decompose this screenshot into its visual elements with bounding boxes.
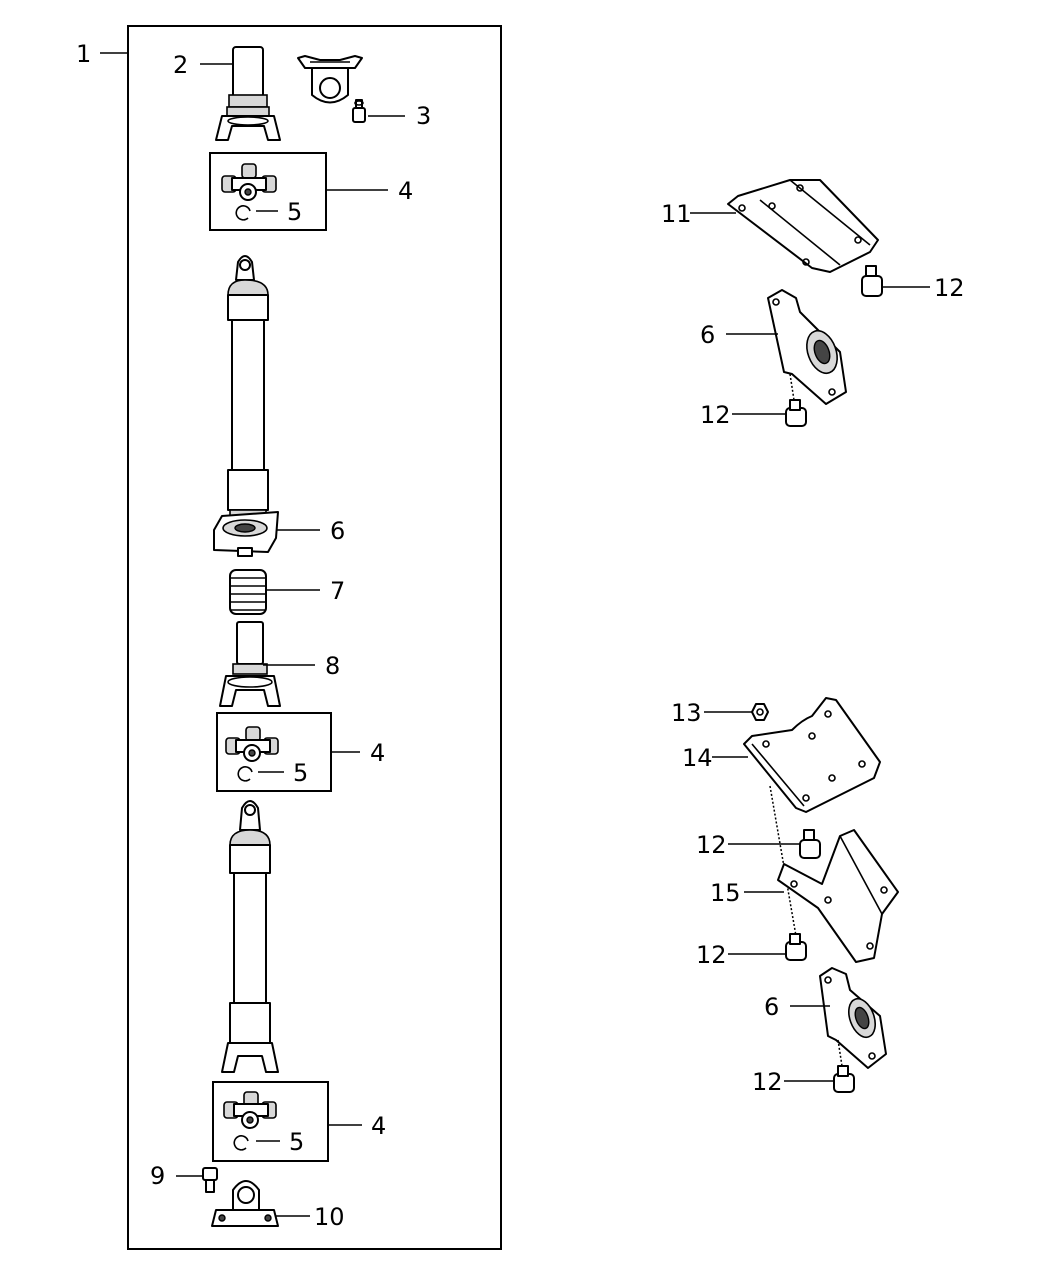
center-bearing-bracket-upper xyxy=(767,289,847,405)
callout-3: 3 xyxy=(416,102,431,130)
flange-yoke-rear xyxy=(211,1180,279,1227)
center-bearing-inline xyxy=(213,511,279,557)
snap-ring-c xyxy=(233,1135,249,1151)
callout-12b: 12 xyxy=(700,401,731,429)
callout-5b: 5 xyxy=(293,759,308,787)
callout-12c: 12 xyxy=(696,831,727,859)
callout-4c: 4 xyxy=(371,1112,386,1140)
callout-12e: 12 xyxy=(752,1068,783,1096)
bolt-12-c xyxy=(799,829,821,859)
bolt-9 xyxy=(202,1167,218,1193)
shaft-tube-rear xyxy=(221,800,279,1073)
center-bearing-bracket-lower xyxy=(819,967,887,1069)
callout-11: 11 xyxy=(661,200,692,228)
nut-13 xyxy=(751,703,769,721)
callout-6a: 6 xyxy=(330,517,345,545)
callout-2: 2 xyxy=(173,51,188,79)
bolt-12-a xyxy=(861,265,883,297)
callout-6b: 6 xyxy=(700,321,715,349)
callout-4a: 4 xyxy=(398,177,413,205)
callout-10: 10 xyxy=(314,1203,345,1231)
bolt-3 xyxy=(352,99,366,123)
callout-8: 8 xyxy=(325,652,340,680)
bolt-12-b xyxy=(785,399,807,427)
callout-13: 13 xyxy=(671,699,702,727)
snap-ring-b xyxy=(237,766,253,782)
mounting-bracket-11 xyxy=(727,179,879,273)
callout-4b: 4 xyxy=(370,739,385,767)
slip-yoke-rear xyxy=(219,621,281,707)
bolt-12-d xyxy=(785,933,807,961)
slip-yoke-front xyxy=(215,46,281,141)
callout-12d: 12 xyxy=(696,941,727,969)
mounting-plate-14 xyxy=(743,697,881,813)
callout-6c: 6 xyxy=(764,993,779,1021)
flange-yoke-top xyxy=(297,55,363,104)
boot-7 xyxy=(229,569,267,615)
universal-joint-a xyxy=(221,163,277,201)
universal-joint-c xyxy=(223,1091,277,1129)
callout-12a: 12 xyxy=(934,274,965,302)
callout-5a: 5 xyxy=(287,198,302,226)
callout-7: 7 xyxy=(330,577,345,605)
callout-1: 1 xyxy=(76,40,91,68)
ujoint-kit-box-a xyxy=(209,152,327,231)
snap-ring-a xyxy=(235,205,251,221)
callout-9: 9 xyxy=(150,1162,165,1190)
callout-14: 14 xyxy=(682,744,713,772)
assembly-frame xyxy=(127,25,502,1250)
callout-5c: 5 xyxy=(289,1128,304,1156)
bolt-12-e xyxy=(833,1065,855,1093)
universal-joint-b xyxy=(225,726,279,762)
support-bracket-15 xyxy=(777,829,899,963)
ujoint-kit-box-c xyxy=(212,1081,329,1162)
shaft-tube-front xyxy=(227,255,269,521)
callout-15: 15 xyxy=(710,879,741,907)
